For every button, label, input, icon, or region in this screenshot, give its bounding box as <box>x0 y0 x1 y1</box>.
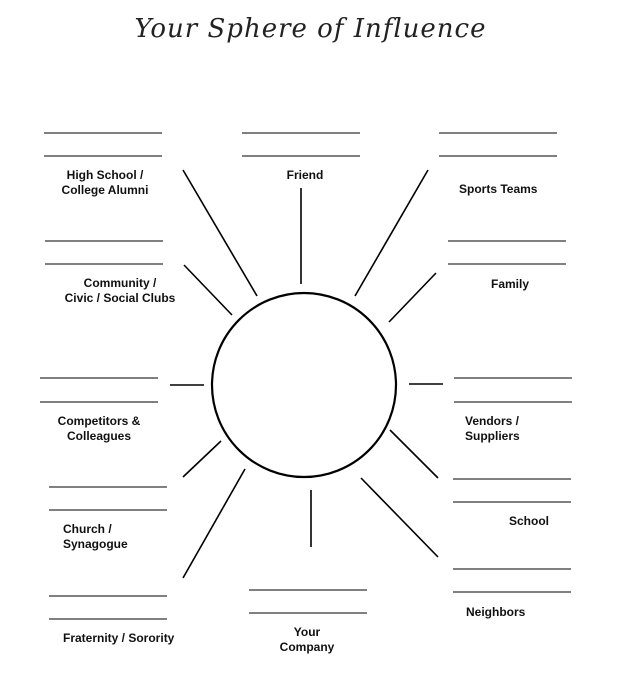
label-church: Church / Synagogue <box>63 522 128 551</box>
spoke-church <box>182 468 246 579</box>
spokes <box>170 169 443 579</box>
label-vendors: Vendors / Suppliers <box>465 414 520 443</box>
center-circle <box>210 291 398 479</box>
label-friend: Friend <box>286 168 324 182</box>
spoke-high-school <box>182 169 258 297</box>
label-fraternity: Fraternity / Sorority <box>63 631 175 645</box>
spoke-sports-teams <box>354 169 429 297</box>
label-family: Family <box>491 277 530 291</box>
label-neighbors: Neighbors <box>466 605 526 619</box>
spoke-school <box>389 429 439 479</box>
label-community: Community / Civic / Social Clubs <box>64 276 176 305</box>
label-school: School <box>509 514 550 528</box>
spoke-church-short <box>182 440 222 478</box>
label-sports-teams: Sports Teams <box>459 182 538 196</box>
spoke-family <box>388 272 437 323</box>
label-high-school: High School / College Alumni <box>61 168 149 197</box>
spoke-community <box>183 264 233 316</box>
page-title: Your Sphere of Influence <box>134 14 487 44</box>
write-in-lines <box>40 132 572 620</box>
spoke-neighbors <box>360 477 439 558</box>
label-your-company: Your Company <box>279 625 335 654</box>
label-competitors: Competitors & Colleagues <box>57 414 141 443</box>
